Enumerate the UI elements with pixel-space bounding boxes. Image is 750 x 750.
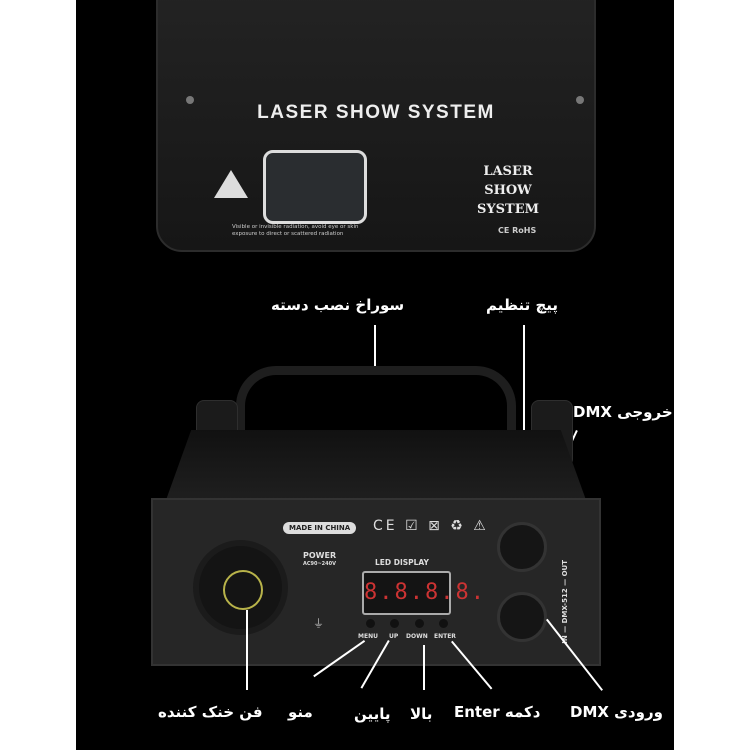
laser-rear-panel: MADE IN CHINA CE ☑ ⊠ ♻ ⚠ POWER AC90~240V… <box>151 498 601 666</box>
power-rating: AC90~240V <box>303 561 336 567</box>
up-button[interactable] <box>390 619 399 628</box>
made-in-label: MADE IN CHINA <box>283 522 357 534</box>
laser-aperture <box>263 150 367 224</box>
mount-handle <box>236 366 516 486</box>
enter-label: ENTER <box>434 633 456 640</box>
laser-front-panel: LASER SHOW SYSTEM LASER SHOW SYSTEM Visi… <box>156 0 596 252</box>
laser-warning-icon <box>214 170 248 198</box>
pointer-line <box>246 610 248 690</box>
dmx-side-label: IN — DMX-512 — OUT <box>561 560 569 644</box>
label-cooling-fan: فن خنک کننده <box>158 703 263 721</box>
dmx-name: DMX-512 <box>561 588 569 624</box>
dmx-in-port[interactable] <box>497 592 547 642</box>
label-down: پایین <box>354 705 391 723</box>
led-display: 8.8.8.8. <box>362 571 484 615</box>
warning-line-2: exposure to direct or scattered radiatio… <box>232 231 344 237</box>
dmx-out-label: OUT <box>561 560 569 577</box>
power-text: POWER <box>303 551 337 560</box>
front-subtitle: LASER SHOW SYSTEM <box>458 162 558 219</box>
fan-hub <box>223 570 263 610</box>
radiation-warning: Visible or invisible radiation, avoid ey… <box>232 224 382 238</box>
warning-line-1: Visible or invisible radiation, avoid ey… <box>232 224 359 230</box>
label-dmx-input: ورودی DMX <box>570 703 663 721</box>
front-title: LASER SHOW SYSTEM <box>257 102 495 123</box>
cooling-fan <box>193 540 288 635</box>
unit-top <box>166 430 586 500</box>
down-button[interactable] <box>415 619 424 628</box>
screw-icon <box>186 96 194 104</box>
label-mount-hole: سوراخ نصب دسته <box>271 296 405 314</box>
enter-button[interactable] <box>439 619 448 628</box>
label-dmx-output: خروجی DMX <box>573 403 673 421</box>
screw-icon <box>576 96 584 104</box>
label-enter: دکمه Enter <box>454 703 541 721</box>
pointer-line <box>374 325 376 370</box>
label-menu: منو <box>288 703 313 721</box>
product-photo: LASER SHOW SYSTEM LASER SHOW SYSTEM Visi… <box>76 0 674 750</box>
ground-icon: ⏚ <box>313 617 324 630</box>
down-label: DOWN <box>406 633 428 640</box>
up-label: UP <box>389 633 399 640</box>
menu-button[interactable] <box>366 619 375 628</box>
cert-icons: CE ☑ ⊠ ♻ ⚠ <box>373 518 489 534</box>
cert-marks: CE RoHS <box>498 226 537 235</box>
power-label: POWER AC90~240V <box>303 552 336 568</box>
pointer-line <box>423 645 425 690</box>
label-up: بالا <box>410 705 433 723</box>
dmx-out-port[interactable] <box>497 522 547 572</box>
subtitle-line-1: LASER SHOW <box>483 164 533 198</box>
led-display-label: LED DISPLAY <box>375 558 429 567</box>
pointer-line <box>523 325 525 435</box>
menu-label: MENU <box>358 633 378 640</box>
label-adjust-screw: پیچ تنظیم <box>486 296 559 314</box>
subtitle-line-2: SYSTEM <box>476 202 540 217</box>
